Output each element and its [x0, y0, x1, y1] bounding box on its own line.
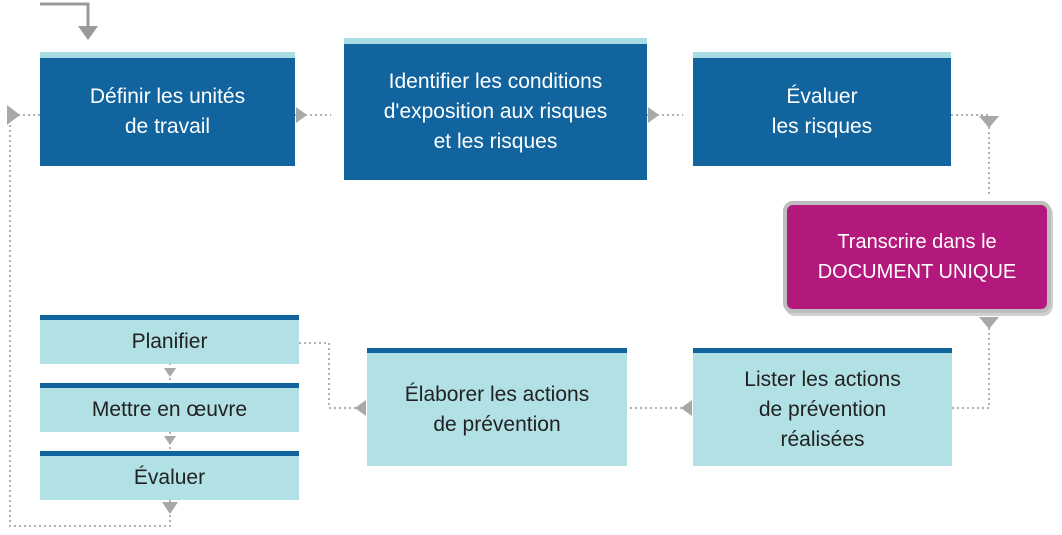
step-definir-unites: Définir les unités de travail: [40, 52, 295, 166]
arrow-definir-identifier: [296, 107, 307, 123]
entry-connector: [40, 2, 90, 28]
arrow-lister-elaborer: [681, 400, 692, 416]
step-mettre-en-oeuvre: Mettre en œuvre: [40, 383, 299, 432]
step-lister-actions: Lister les actions de prévention réalisé…: [693, 348, 952, 466]
step-identifier-conditions: Identifier les conditions d'exposition a…: [344, 38, 647, 180]
connector-elaborer-planifier: [299, 342, 366, 409]
step-evaluer-risques-label: Évaluer les risques: [771, 85, 873, 138]
step-definir-label: Définir les unités de travail: [89, 85, 246, 138]
step-elaborer-actions: Élaborer les actions de prévention: [367, 348, 627, 466]
step-transcrire-label: Transcrire dans le DOCUMENT UNIQUE: [817, 231, 1017, 283]
step-elaborer-label: Élaborer les actions de prévention: [404, 382, 590, 436]
step-transcrire-document-unique: Transcrire dans le DOCUMENT UNIQUE: [783, 201, 1051, 313]
step-evaluer: Évaluer: [40, 451, 299, 500]
step-mettre-en-oeuvre-label: Mettre en œuvre: [91, 398, 248, 421]
arrow-identifier-evaluer: [648, 107, 659, 123]
step-evaluer-label: Évaluer: [133, 466, 206, 489]
arrow-loop-down: [162, 502, 178, 514]
connector-evaluer-transcrire: [951, 114, 990, 195]
arrow-elaborer-planifier: [355, 400, 366, 416]
step-lister-label: Lister les actions de prévention réalisé…: [744, 367, 901, 451]
arrow-planifier-mettre: [164, 368, 176, 377]
arrow-transcrire-lister: [979, 317, 999, 329]
arrow-evaluer-transcrire: [979, 116, 999, 128]
entry-arrowhead: [78, 26, 98, 40]
step-planifier-label: Planifier: [131, 330, 208, 353]
connector-transcrire-lister: [952, 328, 990, 409]
step-evaluer-risques: Évaluer les risques: [693, 52, 951, 166]
arrow-mettre-evaluer: [164, 436, 176, 445]
step-identifier-label: Identifier les conditions d'exposition a…: [383, 70, 608, 153]
arrow-loop-into-definir: [7, 105, 20, 125]
step-planifier: Planifier: [40, 315, 299, 364]
